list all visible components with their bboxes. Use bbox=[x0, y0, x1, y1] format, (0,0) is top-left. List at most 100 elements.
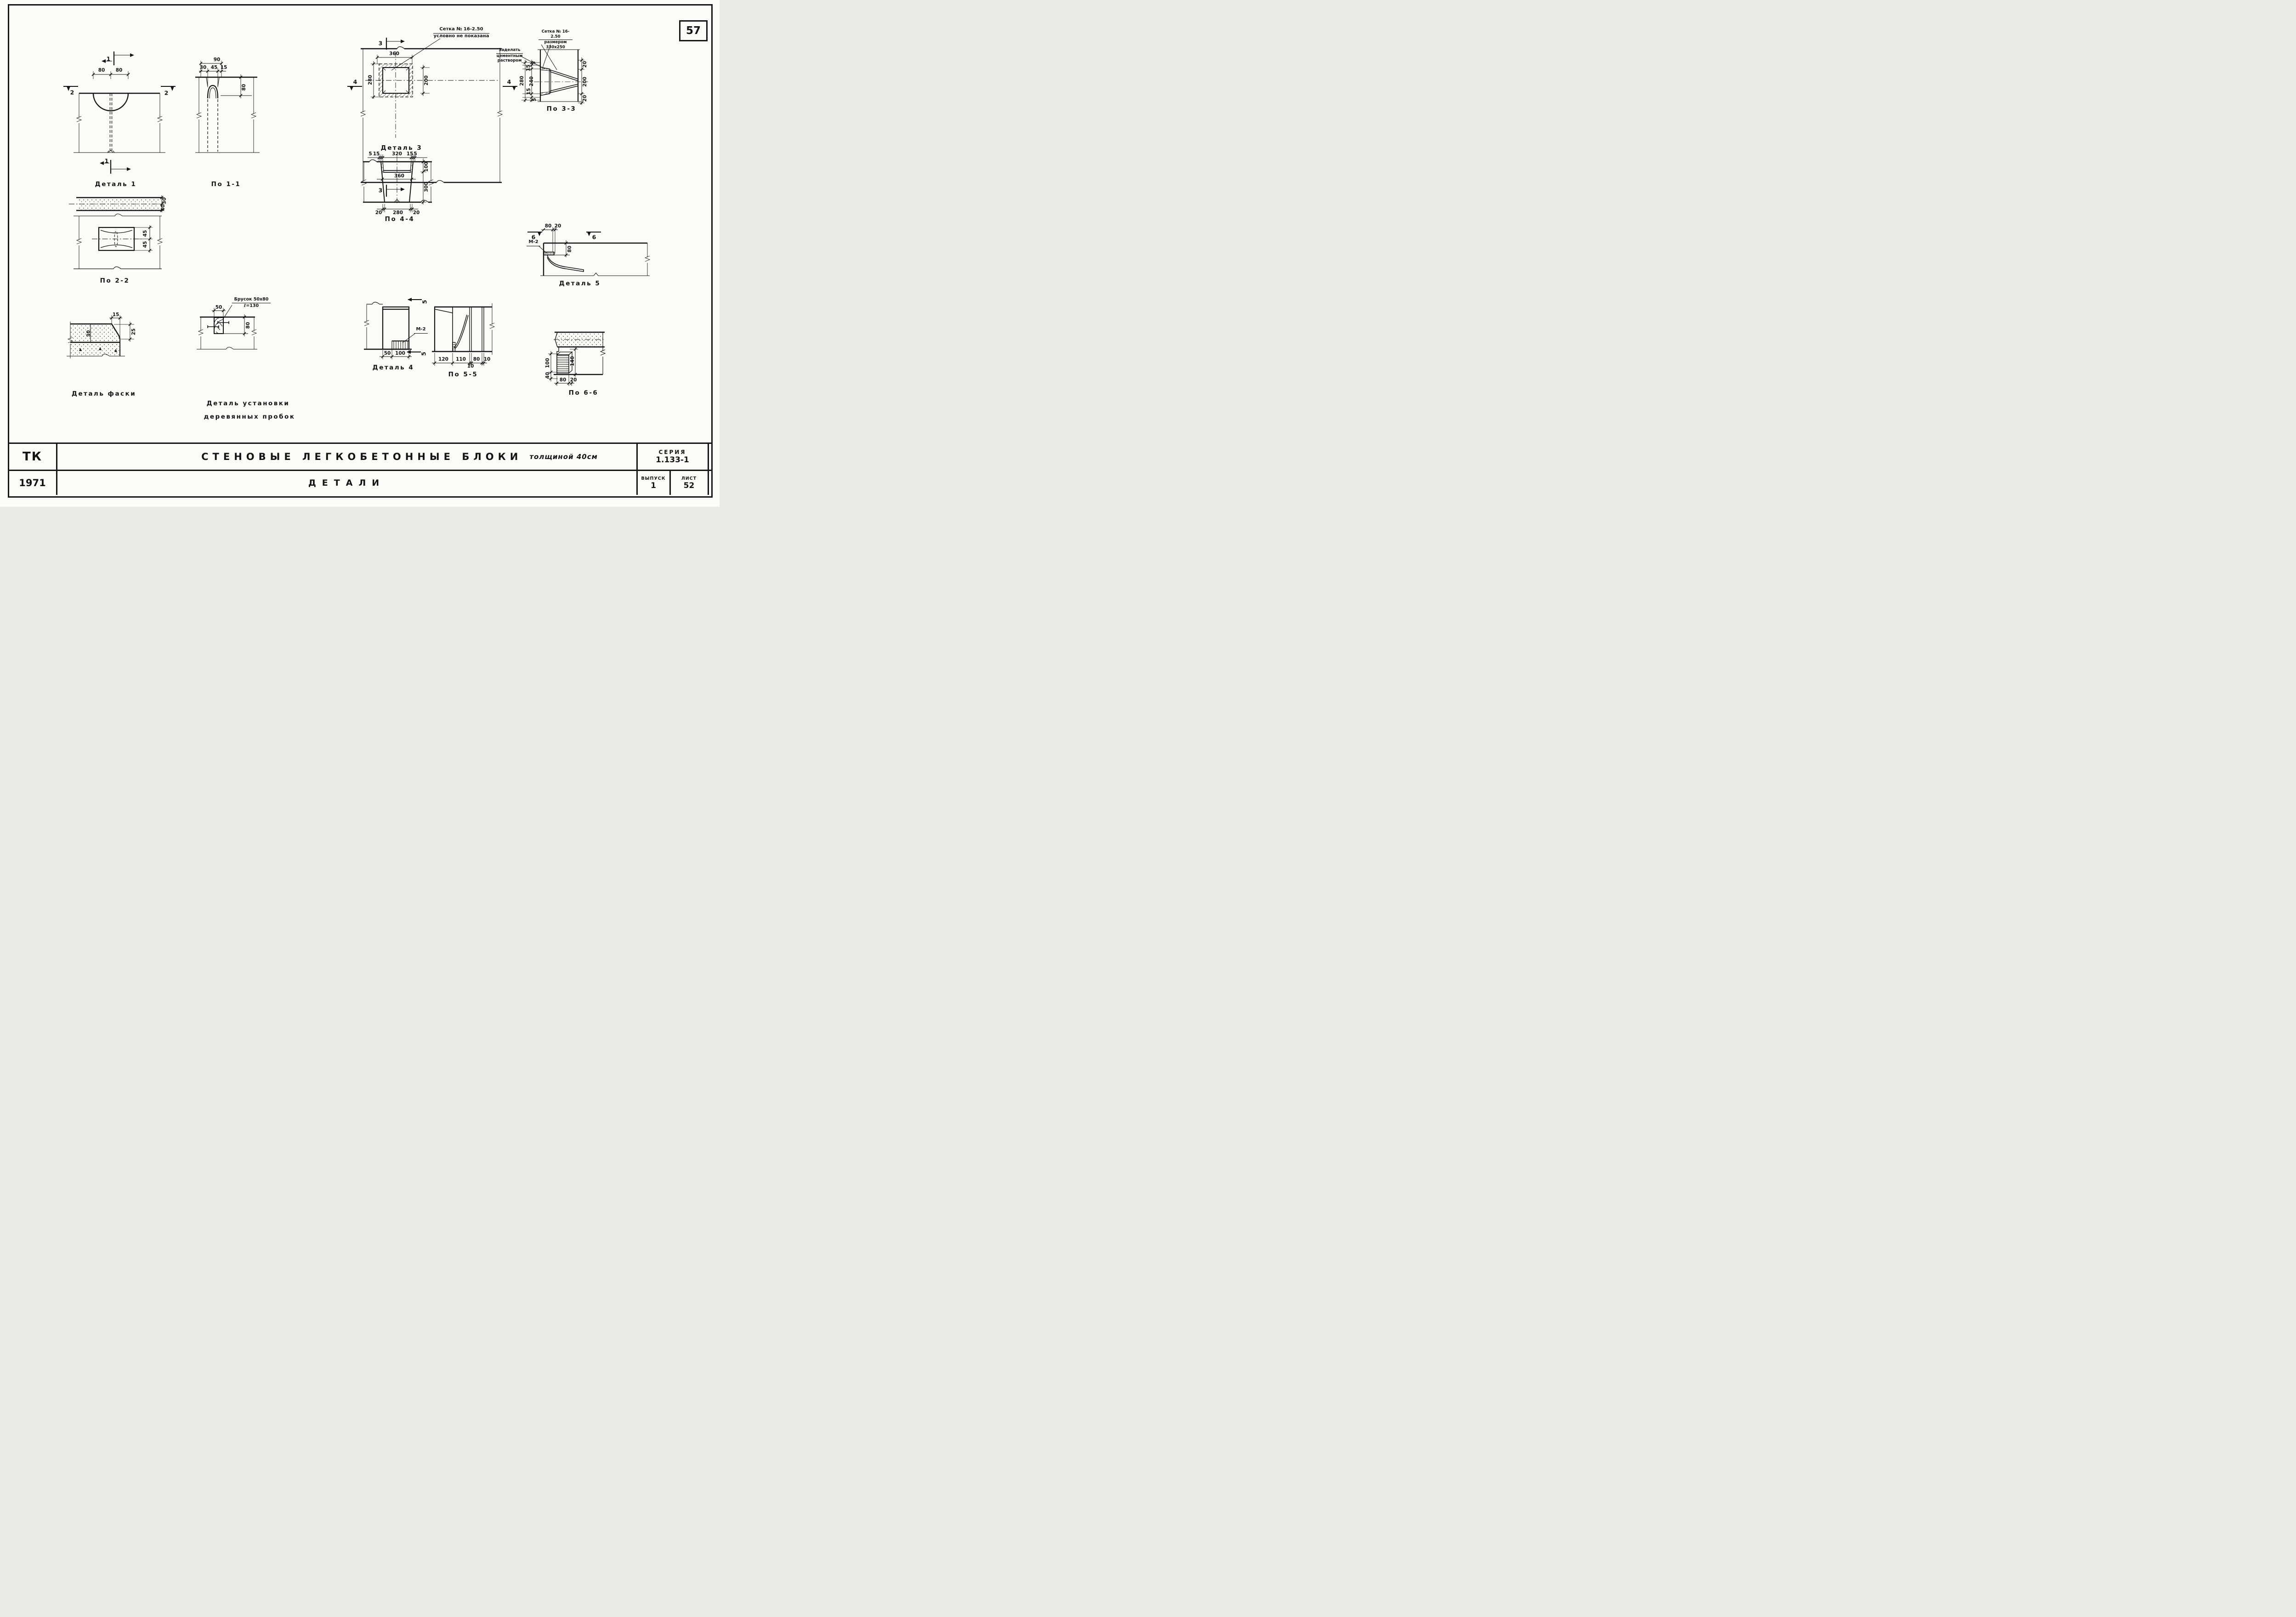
dimension-label: 5 bbox=[414, 151, 417, 157]
dimension-label: 40 bbox=[545, 372, 550, 379]
section-mark: 4 bbox=[353, 78, 357, 85]
titleblock-mid-line bbox=[8, 470, 712, 471]
section-5-5-drawing bbox=[432, 303, 495, 355]
dimension-label: 45 bbox=[142, 241, 148, 248]
dimension-label: 15 bbox=[112, 312, 119, 318]
dimension-label: 110 bbox=[456, 357, 466, 362]
titleblock-div-4 bbox=[708, 443, 709, 495]
dimension-label: 360 bbox=[389, 51, 399, 57]
detail-caption: По 5-5 bbox=[448, 371, 478, 378]
bar-note-line2: ℓ=130 bbox=[244, 303, 259, 308]
section-6-6-drawing bbox=[554, 331, 606, 375]
titleblock-title-cell: СТЕНОВЫЕ ЛЕГКОБЕТОННЫЕ БЛОКИ толщиной 40… bbox=[57, 444, 636, 470]
mesh-note-2-line2: размером 330х250 bbox=[544, 40, 567, 50]
detail-caption: По 2-2 bbox=[100, 277, 130, 284]
section-mark: 6 bbox=[592, 233, 596, 241]
dimension-label: 5 bbox=[531, 61, 537, 65]
section-2-2-drawing bbox=[69, 197, 163, 269]
dimension-label: 100 bbox=[395, 351, 405, 356]
dimension-label: 20 bbox=[554, 223, 561, 229]
page-number: 57 bbox=[686, 25, 701, 37]
mesh-note-2-line1: Сетка № 16-2.50 bbox=[539, 29, 573, 40]
grout-note-line3: раствором bbox=[497, 58, 522, 63]
dimension-label: 20 bbox=[582, 61, 588, 68]
detail-caption: Деталь фаски bbox=[71, 390, 136, 397]
dimension-label: 100 bbox=[424, 162, 429, 172]
titleblock-issue-cell: ВЫПУСК 1 bbox=[637, 471, 669, 495]
sheet-subtitle: ДЕТАЛИ bbox=[308, 478, 386, 488]
detail-caption: Деталь 3 bbox=[380, 144, 423, 152]
dimension-label: 90 bbox=[213, 57, 221, 62]
dimension-label: 280 bbox=[368, 75, 373, 85]
detail-caption: По 6-6 bbox=[568, 389, 599, 397]
titleblock-top-line bbox=[8, 443, 712, 444]
section-mark: 4 bbox=[507, 78, 511, 85]
section-mark: 5 bbox=[421, 300, 428, 304]
dimension-label: 30 bbox=[199, 65, 207, 70]
sheet-label: ЛИСТ bbox=[681, 476, 697, 481]
page-number-box: 57 bbox=[679, 20, 708, 41]
dimension-label: 45 bbox=[210, 65, 218, 70]
detail-5-drawing bbox=[527, 232, 651, 276]
section-1-1-drawing bbox=[195, 76, 260, 153]
series-value: 1.133-1 bbox=[656, 455, 689, 465]
dimension-label: 15 bbox=[373, 151, 380, 157]
year-stamp: 1971 bbox=[19, 477, 46, 488]
titleblock-org-cell: ТК bbox=[9, 444, 56, 470]
dimension-label: 80 bbox=[98, 68, 105, 73]
titleblock-year-cell: 1971 bbox=[9, 471, 56, 495]
chamfer-detail-drawing bbox=[67, 322, 125, 358]
sheet-title: СТЕНОВЫЕ ЛЕГКОБЕТОННЫЕ БЛОКИ bbox=[201, 451, 522, 462]
dimension-label: 20 bbox=[582, 95, 588, 102]
detail-caption: Деталь 1 bbox=[95, 181, 137, 188]
sheet-border bbox=[8, 4, 713, 498]
section-mark: 1 bbox=[104, 157, 109, 165]
dimension-label: 240 bbox=[529, 76, 534, 86]
titleblock-div-2 bbox=[636, 443, 638, 495]
dimension-label: 40 bbox=[160, 204, 166, 211]
titleblock-sheet-cell: ЛИСТ 52 bbox=[670, 471, 708, 495]
dimension-label: 80 bbox=[115, 68, 123, 73]
sheet-value: 52 bbox=[683, 481, 695, 490]
section-mark: 3 bbox=[378, 40, 383, 47]
dimension-label: 5 bbox=[532, 98, 537, 102]
dimension-label: 30 bbox=[162, 197, 167, 204]
dimension-label: 20 bbox=[570, 377, 577, 383]
grout-note: Заделать цементным раствором bbox=[496, 48, 523, 63]
detail-caption: деревянных пробок bbox=[204, 413, 295, 420]
detail-1-drawing bbox=[63, 51, 176, 174]
dimension-label: 80 bbox=[245, 322, 251, 329]
mesh-note-1: Сетка № 16-2.50 условно не показана bbox=[433, 27, 489, 39]
dimension-label: 25 bbox=[131, 328, 136, 335]
dimension-label: 360 bbox=[394, 173, 404, 179]
mesh-note-1-line2: условно не показана bbox=[433, 33, 489, 39]
issue-value: 1 bbox=[651, 481, 656, 490]
mesh-note-1-line1: Сетка № 16-2.50 bbox=[433, 27, 489, 34]
detail-caption: Деталь 5 bbox=[559, 280, 601, 287]
section-4-4-drawing bbox=[361, 156, 434, 205]
sheet-title-suffix: толщиной 40см bbox=[529, 453, 598, 461]
issue-label: ВЫПУСК bbox=[641, 476, 666, 481]
drawing-sheet: 57 bbox=[0, 0, 720, 507]
section-mark: 2 bbox=[70, 89, 74, 96]
dimension-label: 200 bbox=[582, 77, 588, 87]
dimension-label: 140 bbox=[570, 356, 575, 366]
dimension-label: 80 bbox=[567, 245, 573, 253]
dimension-label: 10 bbox=[483, 357, 491, 362]
dimension-label: 100 bbox=[545, 358, 550, 368]
titleblock-series-cell: СЕРИЯ 1.133-1 bbox=[637, 444, 708, 470]
section-mark: 3 bbox=[378, 187, 383, 194]
dimension-label: 120 bbox=[438, 357, 448, 362]
dimension-ticks bbox=[91, 56, 584, 385]
mesh-note-2: Сетка № 16-2.50 размером 330х250 bbox=[539, 29, 573, 50]
detail-3-drawing bbox=[347, 38, 517, 197]
detail-caption: Деталь 4 bbox=[372, 364, 414, 371]
section-mark: 5 bbox=[420, 352, 427, 356]
grout-note-line1: Заделать bbox=[496, 48, 523, 54]
section-3-3-drawing bbox=[534, 49, 588, 102]
dimension-label: 20 bbox=[413, 210, 420, 216]
dimension-label: 80 bbox=[241, 84, 247, 91]
dimension-label: 50 bbox=[215, 305, 222, 310]
dimension-label: 20 bbox=[375, 210, 382, 216]
